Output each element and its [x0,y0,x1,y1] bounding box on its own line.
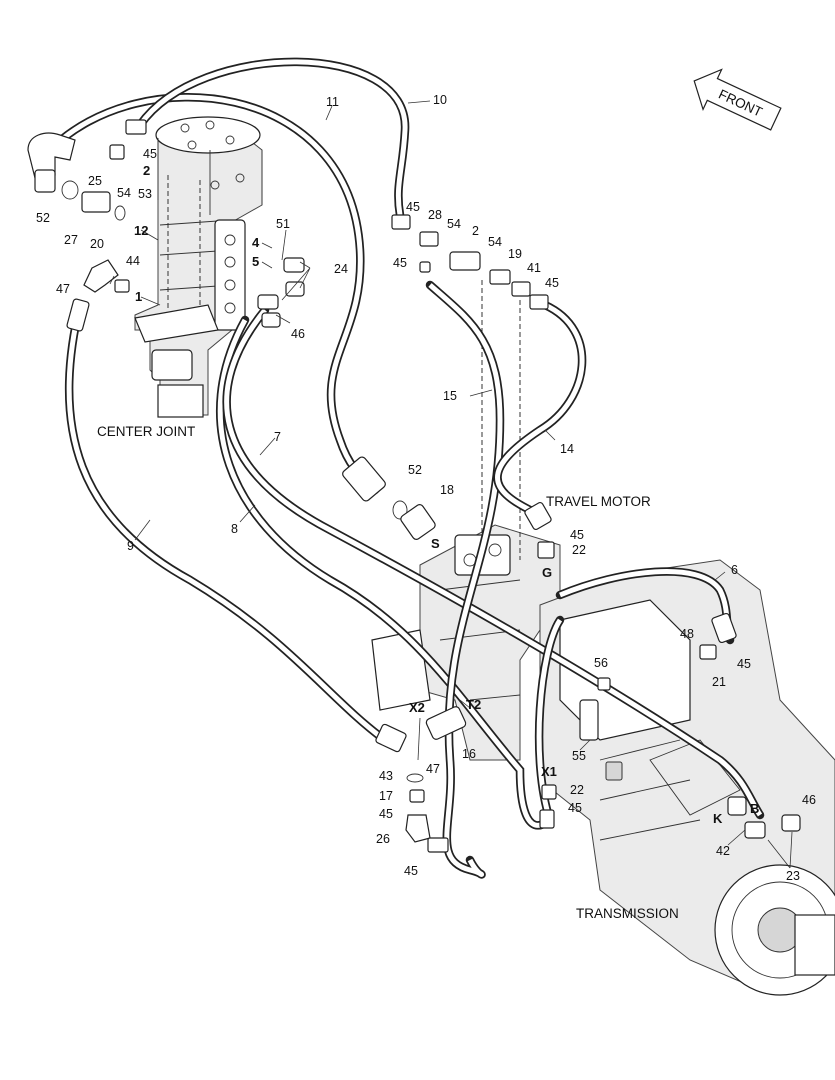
front-arrow: FRONT [693,68,782,131]
callout: 14 [560,442,574,456]
callout: K [713,811,723,826]
callout: X2 [409,700,425,715]
callout: 54 [117,186,131,200]
callout: 21 [712,675,726,689]
callout: 5 [252,254,259,269]
callout: 45 [393,256,407,270]
callout: 54 [488,235,502,249]
callout: 52 [36,211,50,225]
callout: 25 [88,174,102,188]
callout: 4 [252,235,260,250]
callout: 27 [64,233,78,247]
callout: 56 [594,656,608,670]
leader-lines [109,100,793,869]
callout: 51 [276,217,290,231]
callout: 16 [462,747,476,761]
callout: 45 [545,276,559,290]
callout: 44 [126,254,140,268]
callout: 45 [404,864,418,878]
callout: 43 [379,769,393,783]
callout: 8 [231,522,238,536]
callout: 19 [508,247,522,261]
callout: 11 [326,95,339,109]
callout-labels: 10 11 45 2 25 54 53 52 27 12 20 44 47 1 … [36,93,816,883]
callout: 53 [138,187,152,201]
callout: 22 [572,543,586,557]
callout: 47 [426,762,440,776]
callout: 6 [731,563,738,577]
center-joint [134,116,263,418]
callout: 54 [447,217,461,231]
transmission-label: TRANSMISSION [576,906,679,921]
callout: 20 [90,237,104,251]
callout: 7 [274,430,281,444]
callout: 45 [568,801,582,815]
callout: 48 [680,627,694,641]
callout: 15 [443,389,457,403]
section-labels: CENTER JOINT TRAVEL MOTOR TRANSMISSION [97,424,679,921]
transmission [539,559,835,996]
callout: 41 [527,261,541,275]
callout: 2 [472,224,479,238]
callout: X1 [541,764,557,779]
callout: 45 [737,657,751,671]
callout: 42 [716,844,730,858]
travel-motor-label: TRAVEL MOTOR [546,494,651,509]
callout: 45 [379,807,393,821]
callout: T2 [466,697,481,712]
callout: G [542,565,552,580]
callout: 45 [570,528,584,542]
callout: 9 [127,539,134,553]
center-joint-label: CENTER JOINT [97,424,195,439]
callout: 18 [440,483,454,497]
callout: 46 [802,793,816,807]
callout: 10 [433,93,447,107]
callout: 46 [291,327,305,341]
callout: 55 [572,749,586,763]
callout: 28 [428,208,442,222]
callout: 1 [135,289,142,304]
callout: B [750,801,759,816]
fittings [27,119,801,853]
callout: 12 [134,223,148,238]
callout: 45 [143,147,157,161]
callout: S [431,536,440,551]
callout: 47 [56,282,70,296]
callout: 52 [408,463,422,477]
callout: 26 [376,832,390,846]
callout: 45 [406,200,420,214]
callout: 24 [334,262,348,276]
callout: 17 [379,789,393,803]
callout: 2 [143,163,150,178]
callout: 23 [786,869,800,883]
callout: 22 [570,783,584,797]
